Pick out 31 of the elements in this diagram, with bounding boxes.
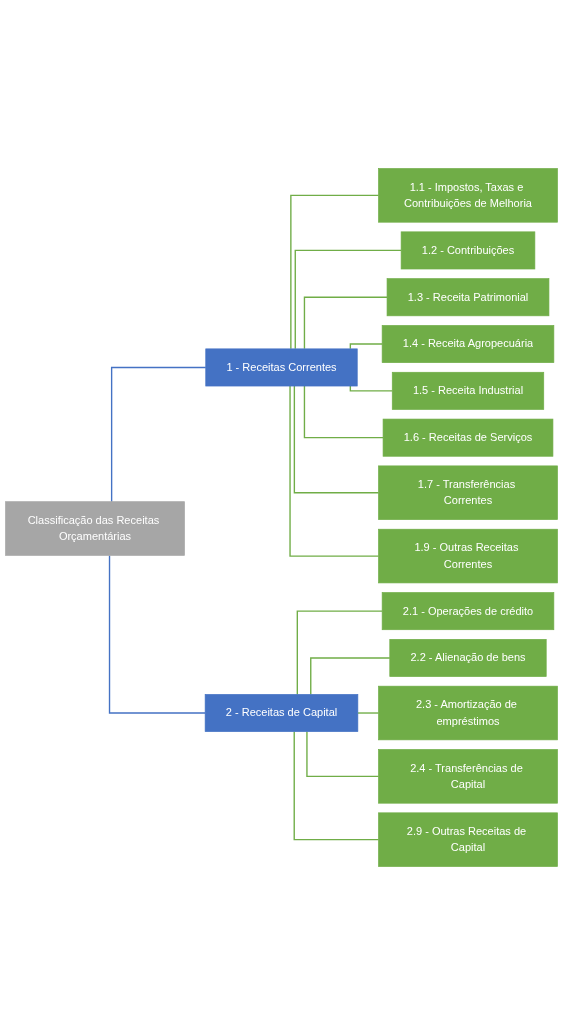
node-box: 1.9 - Outras Receitas Correntes — [378, 529, 558, 584]
connector — [110, 367, 207, 503]
connector — [349, 385, 393, 393]
connector — [296, 610, 383, 696]
node-box: 2.2 - Alienação de bens — [389, 639, 547, 678]
connector — [306, 731, 380, 778]
connector — [357, 712, 380, 715]
node-box: 1.3 - Receita Patrimonial — [386, 278, 550, 317]
node-box: 2 - Receitas de Capital — [204, 694, 359, 733]
connector — [349, 343, 383, 351]
connector — [290, 195, 380, 351]
node-box: Classificação das Receitas Orçamentárias — [5, 501, 185, 557]
node-box: 1.7 - Transferências Correntes — [378, 466, 558, 521]
connector — [108, 555, 206, 715]
connector — [293, 385, 380, 494]
connector — [303, 297, 388, 351]
connector — [293, 731, 380, 841]
node-box: 1.4 - Receita Agropecuária — [381, 325, 555, 364]
node-box: 1.6 - Receitas de Serviços — [382, 419, 554, 458]
node-box: 1.5 - Receita Industrial — [391, 372, 545, 411]
node-box: 2.1 - Operações de crédito — [381, 592, 555, 631]
connector — [310, 657, 391, 696]
node-box: 1 - Receitas Correntes — [205, 349, 358, 387]
node-box: 2.9 - Outras Receitas de Capital — [378, 812, 558, 868]
node-box: 2.4 - Transferências de Capital — [378, 749, 558, 805]
connector — [294, 250, 402, 351]
node-box: 1.2 - Contribuições — [400, 231, 536, 270]
node-box: 2.3 - Amortização de empréstimos — [378, 686, 558, 741]
connector — [303, 385, 384, 439]
connector — [289, 385, 380, 558]
node-box: 1.1 - Impostos, Taxas e Contribuições de Melhoria — [378, 168, 558, 224]
